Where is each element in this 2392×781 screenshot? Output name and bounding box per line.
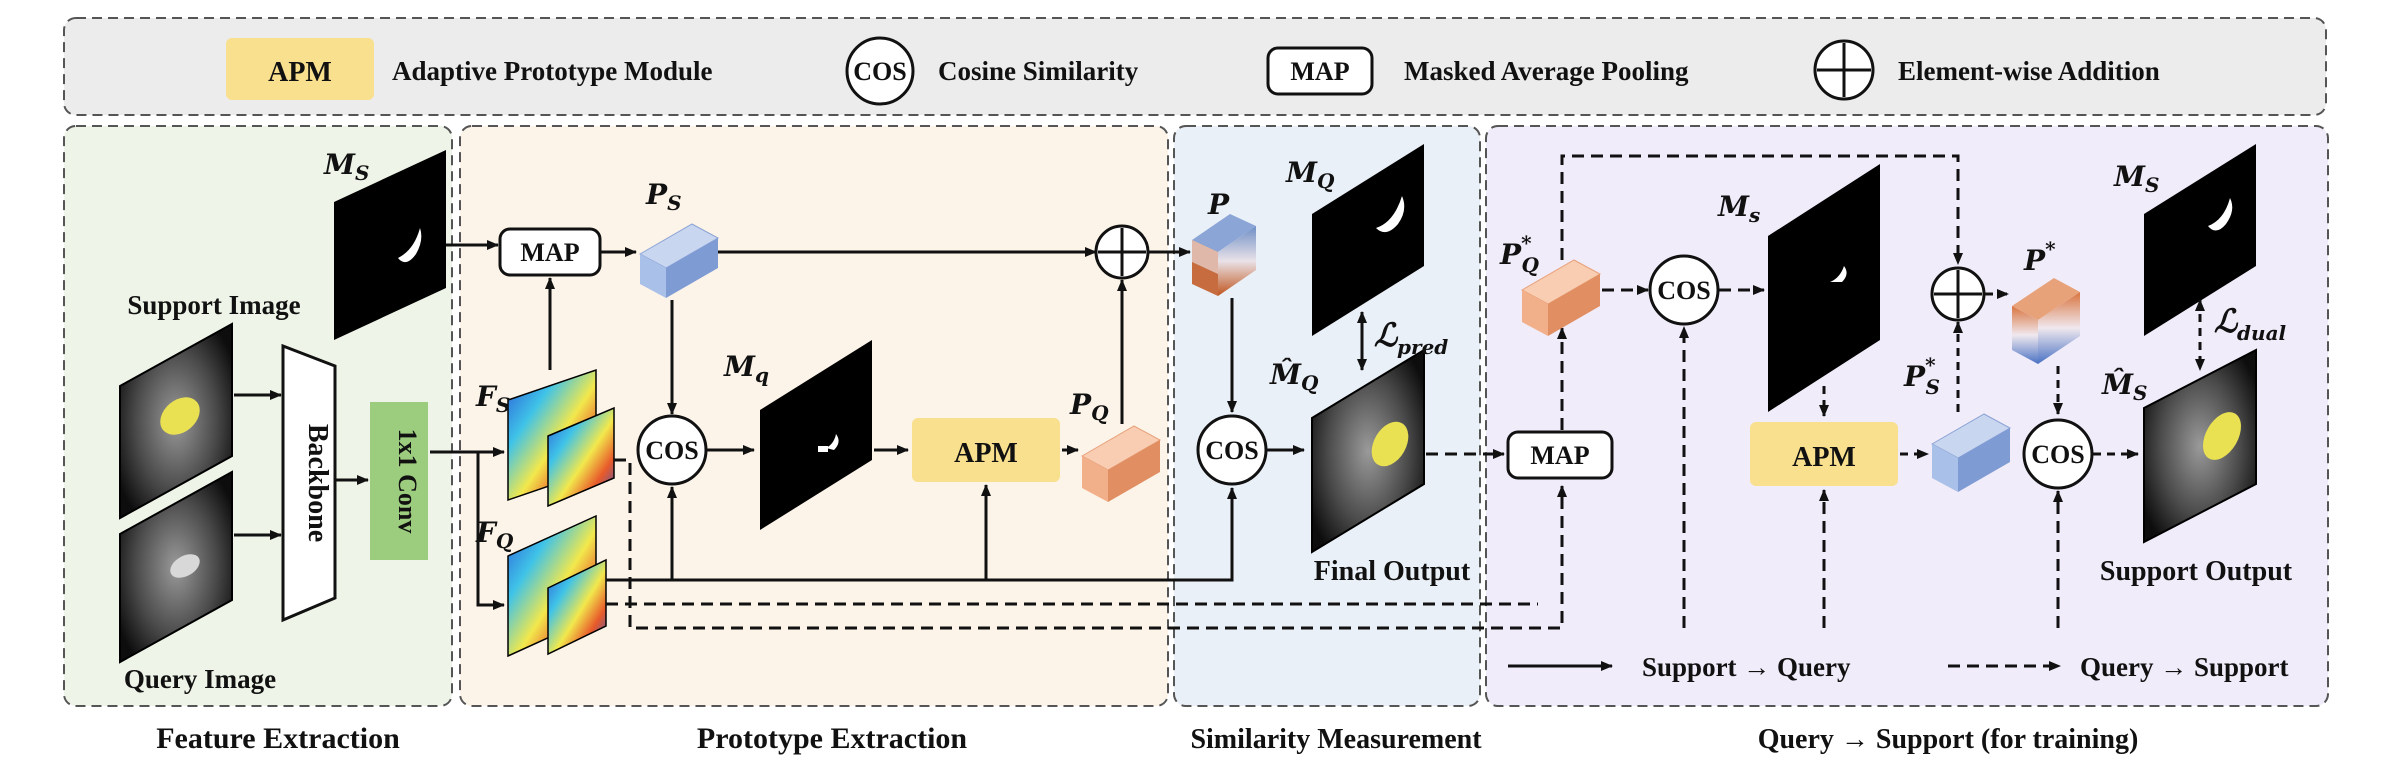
ms-coarse-symbol: Ms bbox=[1717, 190, 1760, 227]
ps-star-symbol: P*S bbox=[1903, 353, 1940, 399]
query-mask-mq-gt bbox=[1312, 144, 1424, 336]
legend-background bbox=[63, 17, 2327, 116]
conv-block bbox=[370, 402, 428, 560]
final-output-label: Final Output bbox=[1314, 556, 1471, 587]
mqhat-symbol: M̂Q bbox=[1269, 358, 1319, 395]
ps-prototype bbox=[638, 223, 720, 298]
legend-cos-circle bbox=[845, 36, 915, 106]
query-image-label: Query Image bbox=[124, 664, 276, 694]
cos-node-output bbox=[2022, 418, 2094, 490]
cos-node-final-label: COS bbox=[1205, 436, 1258, 465]
p-star-prototype bbox=[2012, 278, 2080, 364]
fq-symbol: FQ bbox=[475, 516, 514, 553]
legend-bar: APM Adaptive Prototype Module COS Cosine… bbox=[63, 17, 2327, 116]
map-box-support bbox=[498, 227, 602, 277]
add-node-support bbox=[1930, 266, 1986, 322]
legend-add-icon bbox=[1813, 39, 1875, 101]
cos-node-prototype-label: COS bbox=[645, 436, 698, 465]
fs-symbol: FS bbox=[475, 380, 510, 417]
mq-gt-symbol: MQ bbox=[1285, 156, 1335, 193]
legend-map-label: Masked Average Pooling bbox=[1404, 56, 1689, 86]
query-image-thumbnail bbox=[119, 470, 233, 664]
pq-star-symbol: P*Q bbox=[1499, 231, 1540, 277]
arrow-fq-cos-final bbox=[606, 487, 1237, 582]
p-star-symbol: P* bbox=[2023, 237, 2056, 277]
map-box-query-label: MAP bbox=[1530, 441, 1589, 470]
support-mask-ms-coarse bbox=[1768, 164, 1880, 412]
support-image-label: Support Image bbox=[127, 290, 300, 320]
stage-title-prototype: Prototype Extraction bbox=[697, 722, 968, 755]
pq-prototype bbox=[1080, 425, 1162, 502]
apm-box-prototype-label: APM bbox=[954, 438, 1018, 469]
support-image-thumbnail bbox=[119, 322, 233, 520]
legend-dashed-label: Query → Support bbox=[2080, 652, 2289, 682]
support-mask-ms-gt bbox=[2144, 144, 2256, 336]
ps-symbol: PS bbox=[645, 178, 682, 215]
backbone-block bbox=[281, 343, 337, 623]
ps-star-prototype bbox=[1930, 413, 2012, 492]
query-mask-mq-coarse bbox=[760, 340, 872, 530]
mshat-symbol: M̂S bbox=[2101, 368, 2147, 405]
support-prediction-mshat bbox=[2143, 348, 2257, 544]
arrow-fs-map-dashed bbox=[614, 458, 1567, 630]
support-feature-map bbox=[507, 368, 615, 508]
query-prediction-mqhat bbox=[1311, 348, 1425, 554]
stage-title-query-support: Query → Support (for training) bbox=[1758, 724, 2139, 755]
legend-add-label: Element-wise Addition bbox=[1898, 56, 2160, 86]
pq-star-prototype bbox=[1520, 259, 1602, 336]
add-node-query bbox=[1094, 224, 1150, 280]
apm-box-support-label: APM bbox=[1792, 442, 1856, 473]
stage-title-similarity: Similarity Measurement bbox=[1190, 724, 1482, 755]
map-box-support-label: MAP bbox=[520, 238, 579, 267]
map-box-query bbox=[1506, 430, 1614, 480]
legend-apm-symbol: APM bbox=[268, 57, 332, 88]
support-mask-ms bbox=[334, 150, 446, 340]
ms-symbol: MS bbox=[323, 148, 369, 185]
apm-box-support bbox=[1750, 422, 1898, 486]
backbone-label: Backbone bbox=[302, 424, 333, 542]
apm-box-prototype bbox=[912, 418, 1060, 482]
arrow-pqstar-add bbox=[1560, 154, 1963, 265]
cos-node-final bbox=[1196, 414, 1268, 486]
p-symbol: P bbox=[1207, 188, 1230, 221]
pq-symbol: PQ bbox=[1069, 388, 1109, 425]
legend-cos-label: Cosine Similarity bbox=[938, 56, 1139, 86]
cos-node-support bbox=[1648, 254, 1720, 326]
support-output-label: Support Output bbox=[2100, 556, 2293, 587]
mq-coarse-symbol: Mq bbox=[723, 350, 769, 387]
conv-label: 1x1 Conv bbox=[393, 429, 422, 534]
query-feature-map bbox=[507, 514, 607, 658]
legend-map-symbol: MAP bbox=[1290, 57, 1349, 86]
legend-cos-symbol: COS bbox=[853, 57, 906, 86]
loss-pred-symbol: ℒpred bbox=[1374, 316, 1448, 359]
loss-dual-symbol: ℒdual bbox=[2214, 302, 2287, 345]
ms-gt-symbol: MS bbox=[2113, 160, 2159, 197]
cos-node-prototype bbox=[636, 414, 708, 486]
p-prototype bbox=[1192, 214, 1256, 296]
cos-node-support-label: COS bbox=[1657, 276, 1710, 305]
legend-apm-box bbox=[226, 38, 374, 100]
legend-solid-label: Support → Query bbox=[1642, 652, 1851, 682]
legend-apm-label: Adaptive Prototype Module bbox=[392, 56, 712, 86]
legend-map-box bbox=[1266, 46, 1374, 96]
stage-title-feature: Feature Extraction bbox=[156, 722, 400, 755]
cos-node-output-label: COS bbox=[2031, 440, 2084, 469]
